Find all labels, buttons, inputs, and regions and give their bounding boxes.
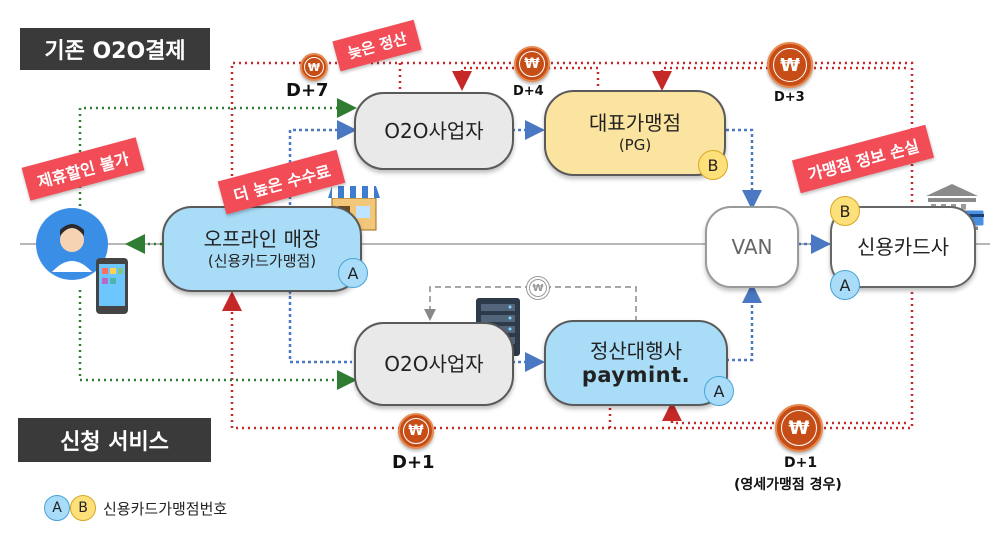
paymint-logo: paymint. xyxy=(581,363,691,387)
offline-store-merchant-badge: A xyxy=(338,258,368,288)
legend-text: 신용카드가맹점번호 xyxy=(103,500,228,518)
existing-flow-label-text: 기존 O2O결제 xyxy=(44,39,186,64)
o2o-provider-bottom-label: O2O사업자 xyxy=(384,352,484,376)
card-company-badge-b: B xyxy=(830,196,860,226)
green-path-bottom xyxy=(78,290,357,390)
offline-store-node: 오프라인 매장 (신용카드가맹점) xyxy=(162,206,362,292)
legend-badge-b: B xyxy=(70,495,96,521)
o2o-provider-top-node: O2O사업자 xyxy=(354,92,514,170)
coin-icon-d7: ₩ xyxy=(300,53,328,81)
red-path-bottom-main xyxy=(222,244,914,430)
settlement-agency-label: 정산대행사 xyxy=(590,339,682,363)
blue-path-settle-van xyxy=(726,283,762,362)
o2o-provider-top-label: O2O사업자 xyxy=(384,119,484,143)
coin-icon-d4: ₩ xyxy=(514,46,550,82)
day-label-d3: D+3 xyxy=(774,90,805,105)
blue-path-store-o2o-bottom xyxy=(280,275,352,364)
existing-flow-label: 기존 O2O결제 xyxy=(20,28,210,70)
pg-label-line2: (PG) xyxy=(618,136,652,154)
blue-path-pg-van xyxy=(726,128,762,210)
day-label-d7: D+7 xyxy=(286,80,329,101)
red-path-bottom-settle-arrow xyxy=(662,401,906,425)
day-label-d1-right-note: (영세가맹점 경우) xyxy=(734,477,842,493)
pg-label-line1: 대표가맹점 xyxy=(589,111,681,135)
coin-icon-d3: ₩ xyxy=(767,42,813,88)
offline-store-label-line2: (신용카드가맹점) xyxy=(207,252,317,270)
user-illustration xyxy=(36,208,128,314)
card-company-badge-a: A xyxy=(830,270,860,300)
offline-store-label-line1: 오프라인 매장 xyxy=(203,227,321,251)
card-company-label: 신용카드사 xyxy=(857,235,949,259)
applied-service-label-text: 신청 서비스 xyxy=(60,430,169,455)
pg-node: 대표가맹점 (PG) xyxy=(544,90,726,176)
day-label-d4: D+4 xyxy=(513,84,544,99)
coin-icon-gray: ₩ xyxy=(526,276,550,300)
o2o-provider-bottom-node: O2O사업자 xyxy=(354,322,514,406)
day-label-d1-left: D+1 xyxy=(392,452,435,473)
settlement-agency-node: 정산대행사 paymint. xyxy=(544,320,728,406)
settlement-agency-badge: A xyxy=(704,376,734,406)
legend-badge-a: A xyxy=(44,495,70,521)
coin-icon-d1-right: ₩ xyxy=(775,404,823,452)
coin-icon-d1-left: ₩ xyxy=(398,413,434,449)
van-node: VAN xyxy=(705,206,799,288)
day-label-d1-right: D+1 xyxy=(784,455,818,471)
pg-merchant-badge: B xyxy=(698,150,728,180)
van-label: VAN xyxy=(731,235,773,259)
store-illustration xyxy=(328,186,380,231)
applied-service-label: 신청 서비스 xyxy=(18,418,211,462)
